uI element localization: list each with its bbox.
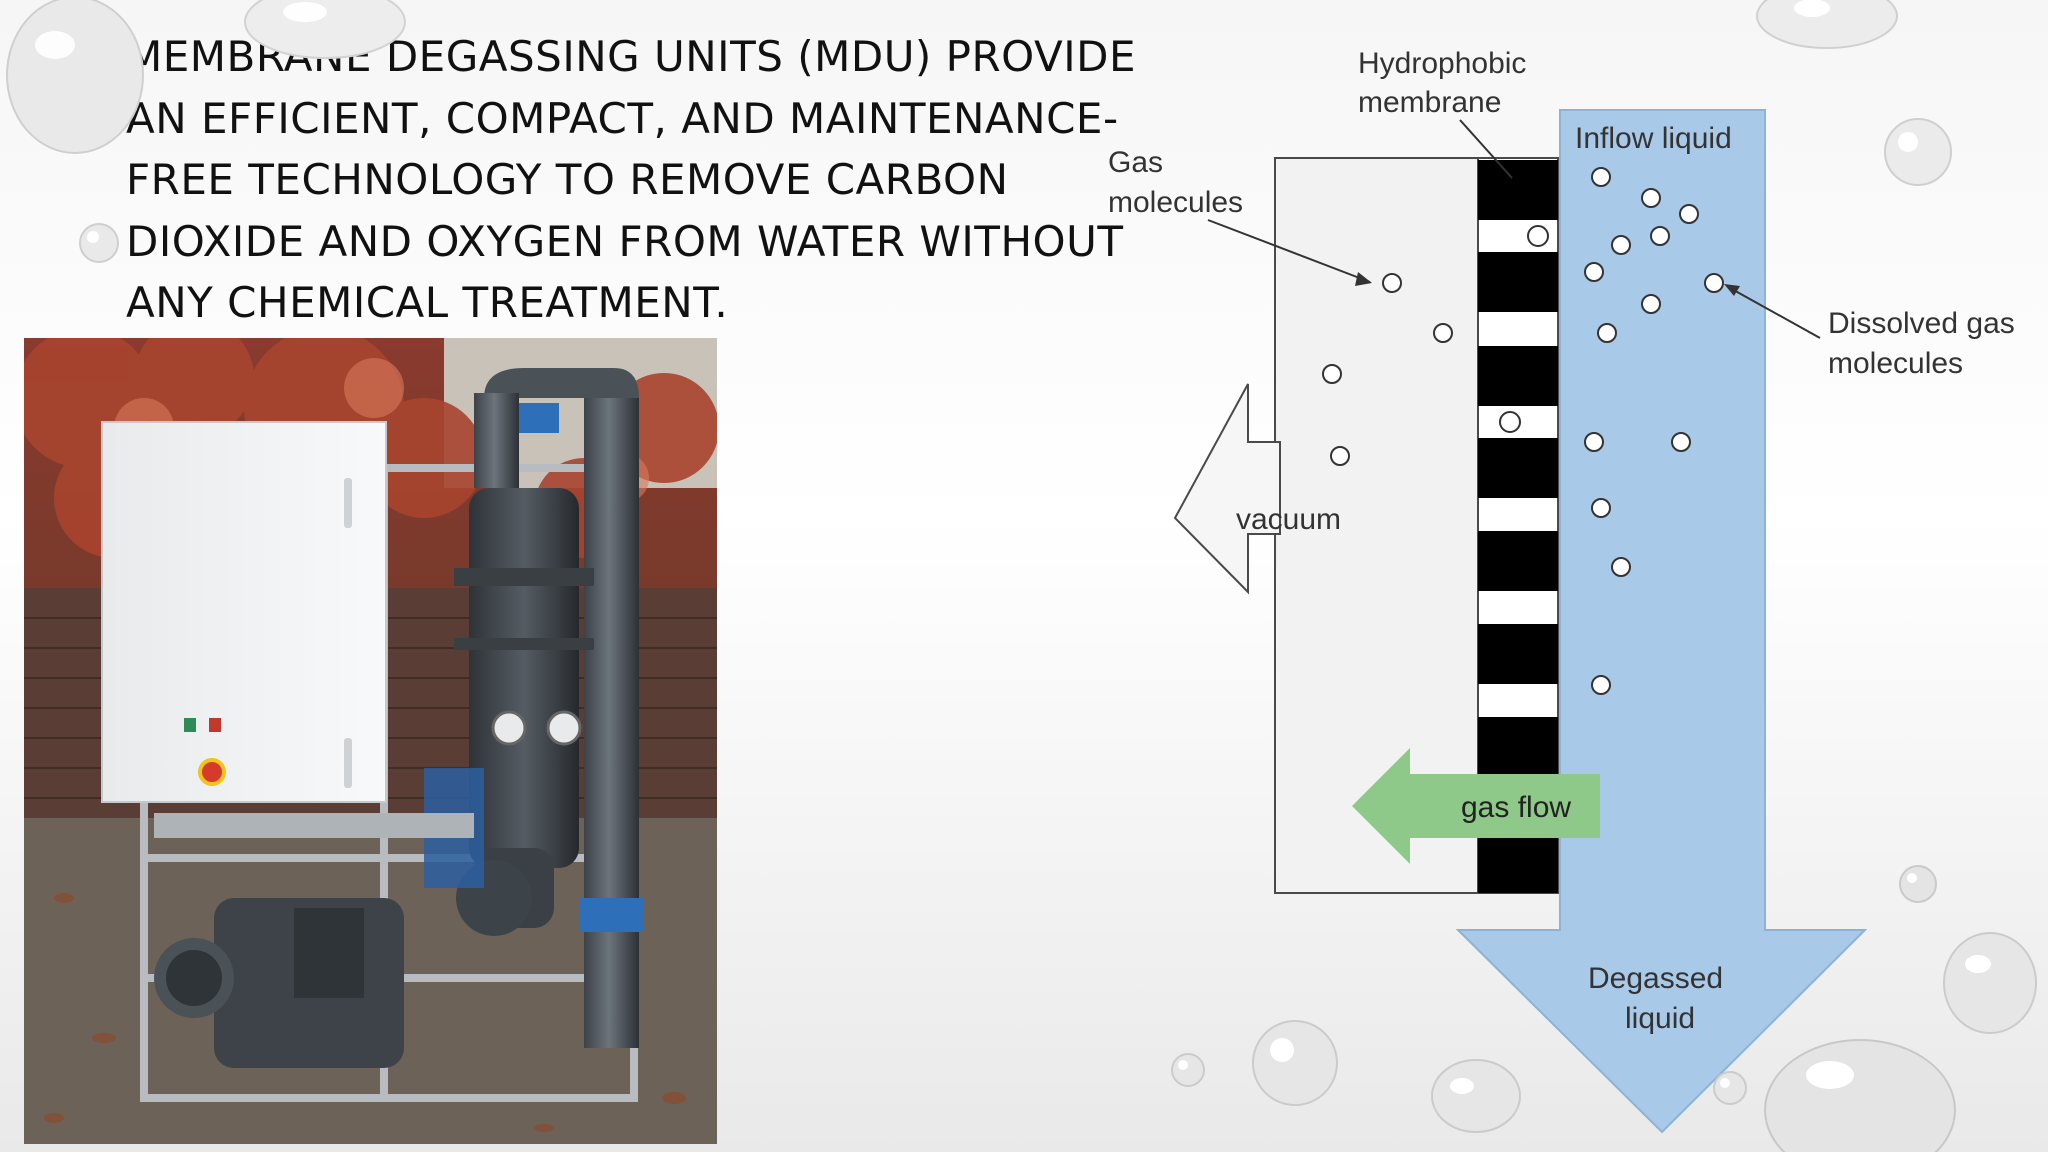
- dissolved-molecule: [1584, 262, 1604, 282]
- membrane-segment: [1478, 717, 1558, 777]
- mdu-equipment-photo: [24, 338, 717, 1144]
- slide-text-line: DIOXIDE AND OXYGEN FROM WATER WITHOUT: [126, 216, 1124, 266]
- dissolved-molecule: [1641, 188, 1661, 208]
- gas-pointer: [1207, 219, 1371, 283]
- slide-text-line: AN EFFICIENT, COMPACT, AND MAINTENANCE-: [126, 93, 1119, 143]
- water-droplet: [1899, 865, 1937, 903]
- dissolved-molecule: [1591, 675, 1611, 695]
- water-droplet: [1943, 932, 2037, 1034]
- gas-label-line2: molecules: [1108, 186, 1243, 219]
- dissolved-pointer: [1729, 287, 1821, 339]
- gas-molecule: [1382, 273, 1402, 293]
- water-droplet: [1713, 1071, 1747, 1105]
- slide-text-line: FREE TECHNOLOGY TO REMOVE CARBON: [126, 155, 1009, 204]
- dissolved-molecule: [1671, 432, 1691, 452]
- vacuum-label: vacuum: [1236, 503, 1341, 536]
- gas-flow-label: gas flow: [1461, 791, 1571, 824]
- membrane-segment: [1478, 438, 1558, 498]
- gas-label-line1: Gas: [1108, 146, 1163, 179]
- membrane-segment: [1478, 346, 1558, 406]
- dissolved-molecule: [1597, 323, 1617, 343]
- water-droplet: [1764, 1039, 1956, 1152]
- dissolved-molecule: [1641, 294, 1661, 314]
- water-droplet: [1171, 1053, 1205, 1087]
- water-droplet: [1252, 1020, 1338, 1106]
- membrane-segment: [1478, 624, 1558, 684]
- water-droplet: [244, 0, 406, 59]
- gas-molecule: [1330, 446, 1350, 466]
- dissolved-molecule: [1704, 273, 1724, 293]
- liquid-channel-arrow: [1455, 109, 1868, 1134]
- gas-molecule: [1433, 323, 1453, 343]
- gas-molecule: [1499, 411, 1521, 433]
- dissolved-molecule: [1584, 432, 1604, 452]
- dissolved-molecule: [1611, 557, 1631, 577]
- dissolved-label-line2: molecules: [1828, 347, 1963, 380]
- dissolved-molecule: [1591, 167, 1611, 187]
- membrane-degassing-diagram: vacuum gas flow Hydrophobic membrane Inf…: [1108, 47, 2015, 1134]
- gas-flow-arrow: [1352, 748, 1600, 864]
- slide-description: MEMBRANE DEGASSING UNITS (MDU) PROVIDE A…: [126, 26, 1136, 334]
- membrane-segment: [1478, 531, 1558, 591]
- gas-molecule: [1527, 225, 1549, 247]
- membrane-segment: [1478, 252, 1558, 312]
- water-droplet: [1756, 0, 1898, 49]
- dissolved-label-line1: Dissolved gas: [1828, 307, 2015, 340]
- degassed-label-line2: liquid: [1625, 1002, 1695, 1035]
- vacuum-arrow: [1173, 383, 1281, 595]
- water-droplet: [1431, 1059, 1521, 1133]
- dissolved-molecule: [1650, 226, 1670, 246]
- inflow-label: Inflow liquid: [1575, 122, 1732, 155]
- water-droplet: [79, 223, 119, 263]
- water-droplet: [6, 0, 144, 154]
- membrane-label-line1: Hydrophobic: [1358, 47, 1526, 80]
- slide-text-line: ANY CHEMICAL TREATMENT.: [126, 278, 729, 327]
- membrane-pointer: [1459, 119, 1513, 179]
- water-droplet: [1884, 118, 1952, 186]
- dissolved-molecule: [1591, 498, 1611, 518]
- dissolved-molecule: [1679, 204, 1699, 224]
- dissolved-molecule: [1611, 235, 1631, 255]
- gas-molecule: [1322, 364, 1342, 384]
- membrane-label-line2: membrane: [1358, 86, 1501, 119]
- degassed-label-line1: Degassed: [1588, 962, 1723, 995]
- membrane-segment: [1478, 160, 1558, 220]
